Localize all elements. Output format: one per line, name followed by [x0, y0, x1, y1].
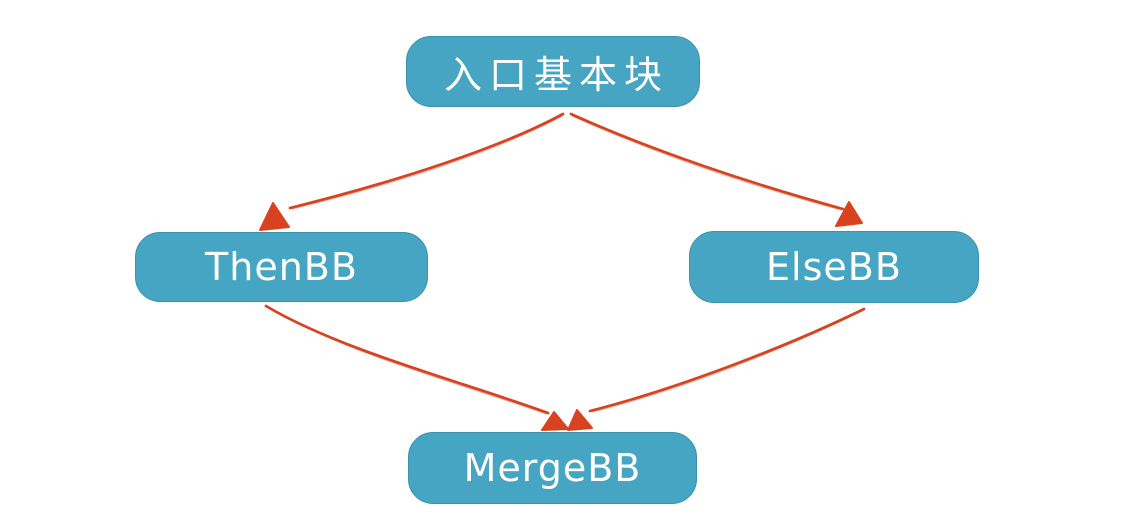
edge-elsebb-to-mergebb-texture	[591, 310, 863, 413]
arrowhead-entry-to-thenbb	[259, 202, 290, 231]
node-elsebb: ElseBB	[689, 231, 979, 303]
arrowhead-thenbb-to-mergebb	[541, 411, 569, 431]
node-mergebb: MergeBB	[408, 432, 697, 504]
edge-thenbb-to-mergebb-texture	[267, 306, 547, 415]
node-entry-basic-block: 入口基本块	[406, 36, 700, 107]
edge-elsebb-to-mergebb	[588, 307, 866, 413]
node-thenbb-label: ThenBB	[205, 245, 358, 289]
edge-entry-to-thenbb-texture	[291, 115, 563, 210]
arrowhead-entry-to-elsebb	[835, 201, 863, 227]
edge-entry-to-elsebb-texture	[571, 115, 842, 211]
node-entry-label: 入口基本块	[443, 53, 669, 97]
arrowhead-elsebb-to-mergebb	[567, 409, 593, 431]
edge-entry-to-elsebb	[569, 112, 845, 211]
node-elsebb-label: ElseBB	[766, 245, 902, 289]
edge-entry-to-thenbb	[288, 112, 565, 210]
node-thenbb: ThenBB	[135, 232, 428, 302]
node-mergebb-label: MergeBB	[463, 446, 642, 490]
edge-thenbb-to-mergebb	[264, 304, 550, 415]
